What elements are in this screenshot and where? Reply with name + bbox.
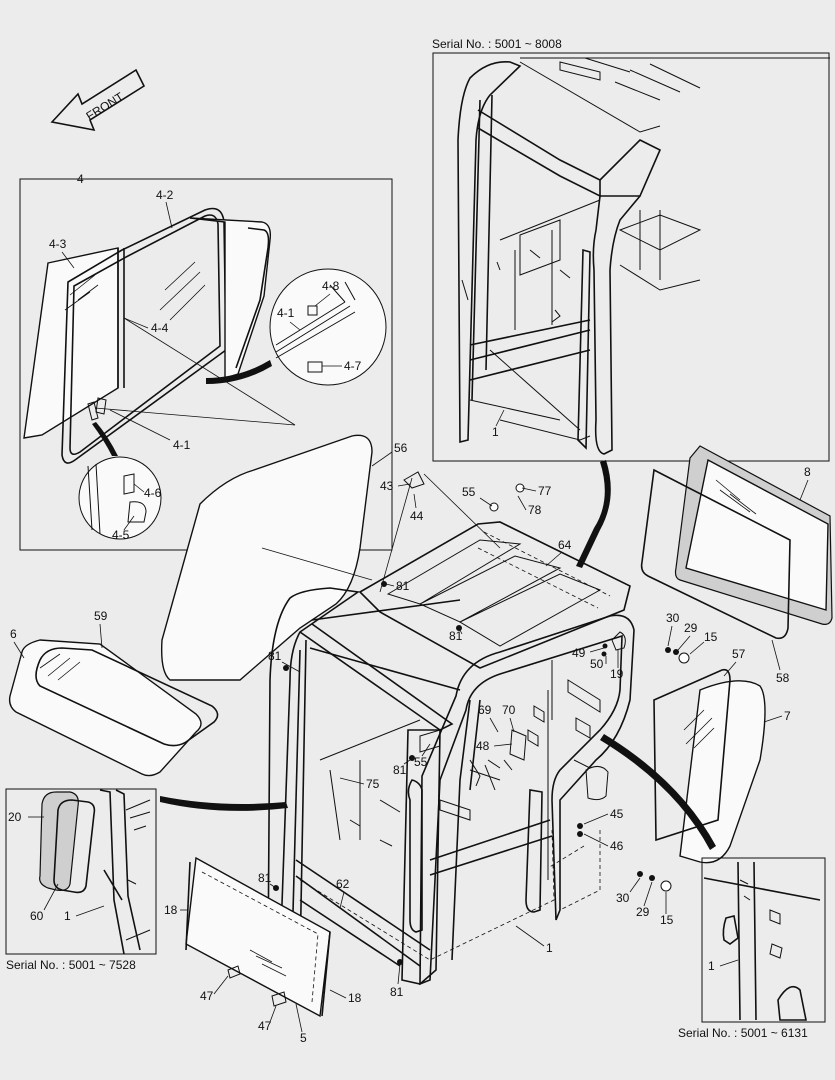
detail-box-window-4: 4 4-2 4-3 4-4 4-1 4-8 4-1 4-7 4-6 4-5: [19, 172, 393, 551]
callout-49: 49: [572, 646, 586, 660]
callout-59: 59: [94, 609, 108, 623]
callout-4-6: 4-6: [144, 486, 162, 500]
callout-1-top: 1: [492, 425, 499, 439]
frame-4-1: [61, 207, 227, 464]
lower-glass-59-6: 6 59: [8, 609, 219, 777]
inset-rail-detail: [269, 268, 387, 386]
callout-20: 20: [8, 810, 22, 824]
front-arrow: FRONT: [50, 68, 146, 132]
callout-64: 64: [558, 538, 572, 552]
callout-4-2: 4-2: [156, 188, 174, 202]
glass-5: [185, 856, 331, 1018]
callout-4-5: 4-5: [112, 528, 130, 542]
rear-window-5-18: 18 18 47 47 5: [164, 856, 362, 1045]
callout-81-lower: 81: [258, 871, 272, 885]
glass-4-3: [23, 247, 119, 439]
callout-4-1-inset: 4-1: [277, 306, 295, 320]
serial-note-top: Serial No. : 5001 ~ 8008: [432, 37, 562, 51]
windshield-56: 56: [160, 434, 408, 681]
callout-69: 69: [478, 703, 492, 717]
seal-18a: [185, 861, 191, 951]
detail-box-left-serial: 20 60 1 Serial No. : 5001 ~ 7528: [5, 788, 288, 972]
detail-box-right-serial: 1 Serial No. : 5001 ~ 6131: [678, 857, 826, 1040]
callout-50: 50: [590, 657, 604, 671]
callout-55-top: 55: [462, 485, 476, 499]
callout-5: 5: [300, 1031, 307, 1045]
callout-4: 4: [77, 172, 84, 186]
callout-70: 70: [502, 703, 516, 717]
callout-55-mid: 55: [414, 755, 428, 769]
callout-60: 60: [30, 909, 44, 923]
detail-box-top-serial: Serial No. : 5001 ~ 8008 1: [432, 37, 830, 568]
callout-43: 43: [380, 479, 394, 493]
seal-58: [640, 468, 791, 640]
callout-44: 44: [410, 509, 424, 523]
callout-18-right: 18: [348, 991, 362, 1005]
callout-77: 77: [538, 484, 552, 498]
callout-4-1: 4-1: [173, 438, 191, 452]
callout-1-main: 1: [546, 941, 553, 955]
seal-18b: [321, 931, 331, 1017]
callout-1-left: 1: [64, 909, 71, 923]
seal-57: [653, 668, 731, 842]
seal-60: [53, 799, 96, 894]
callout-47-a: 47: [200, 989, 214, 1003]
callout-30-bottom: 30: [616, 891, 630, 905]
callout-78: 78: [528, 503, 542, 517]
callout-8: 8: [804, 465, 811, 479]
callout-15-bottom: 15: [660, 913, 674, 927]
roof-64: [358, 521, 631, 669]
callout-6: 6: [10, 627, 17, 641]
frame-4-2: [189, 217, 272, 379]
callout-4-4: 4-4: [151, 321, 169, 335]
callout-81-roof: 81: [396, 579, 410, 593]
callout-46: 46: [610, 839, 624, 853]
callout-75: 75: [366, 777, 380, 791]
serial-note-right: Serial No. : 5001 ~ 6131: [678, 1026, 808, 1040]
callout-81-roof-right: 81: [449, 629, 463, 643]
main-cab-frame: [267, 471, 690, 986]
glass-20: [39, 791, 79, 891]
callout-4-7: 4-7: [344, 359, 362, 373]
callout-81-mid: 81: [393, 763, 407, 777]
callout-18-left: 18: [164, 903, 178, 917]
callout-1-right: 1: [708, 959, 715, 973]
callout-47-b: 47: [258, 1019, 272, 1033]
front-label: FRONT: [84, 89, 127, 123]
callout-57: 57: [732, 647, 746, 661]
callout-81-bottom: 81: [390, 985, 404, 999]
callout-45: 45: [610, 807, 624, 821]
callout-15-top: 15: [704, 630, 718, 644]
callout-29-top: 29: [684, 621, 698, 635]
callout-58: 58: [776, 671, 790, 685]
side-window-8-58: 8 58: [640, 445, 833, 685]
seal-59: [35, 647, 219, 747]
main-callouts: 43 44 55 77 78 64 81 81 81 81 81 81 30 2…: [258, 473, 718, 999]
callout-56: 56: [394, 441, 408, 455]
callout-62: 62: [336, 877, 350, 891]
callout-4-8: 4-8: [322, 279, 340, 293]
callout-7: 7: [784, 709, 791, 723]
callout-29-bottom: 29: [636, 905, 650, 919]
serial-note-left: Serial No. : 5001 ~ 7528: [6, 958, 136, 972]
door-frame: [419, 614, 635, 986]
callout-4-3: 4-3: [49, 237, 67, 251]
glass-6: [8, 639, 202, 777]
callout-30-top: 30: [666, 611, 680, 625]
door-glass-57-7: 57 7: [600, 647, 791, 864]
left-pillar: [267, 587, 361, 968]
callout-19: 19: [610, 667, 624, 681]
callout-81-pillar: 81: [268, 649, 282, 663]
callout-48: 48: [476, 739, 490, 753]
